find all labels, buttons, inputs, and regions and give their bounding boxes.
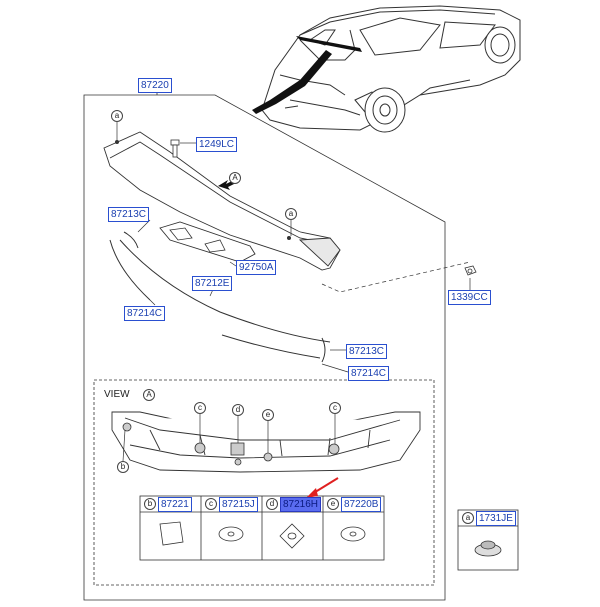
part-sketch-1731JE [474,540,502,557]
part-sketch-87216H [279,523,305,549]
view-title: VIEW [104,389,130,400]
leader-clip-dashed [321,261,471,293]
part-label-87212E[interactable]: 87212E [192,276,233,291]
leader-lamp [229,261,237,267]
part-sketch-87220B [340,526,366,542]
assembly-frame [83,94,446,601]
view-letter: A [143,389,155,401]
part-label-1249LC[interactable]: 1249LC [196,137,238,152]
table-part-87220B[interactable]: 87220B [341,497,382,512]
fastener-b [122,422,132,432]
lamp-detail [169,227,226,253]
table-letter-e: e [327,498,339,510]
pointer-to-vehicle [252,50,332,114]
spoiler-assembly [103,131,341,271]
table-part-1731JE[interactable]: 1731JE [476,511,516,526]
part-label-92750A[interactable]: 92750A [236,260,277,275]
highlight-pointer-arrow [306,477,339,498]
leader-tape-lr [321,363,349,373]
vehicle-spoiler-highlight [296,36,362,52]
table-part-87221[interactable]: 87221 [158,497,192,512]
spoiler-underside [111,411,421,473]
table-letter-b: b [144,498,156,510]
table-letter-a: a [462,512,474,524]
callout-c-right: c [329,402,341,414]
part-label-87214C-left[interactable]: 87214C [124,306,166,321]
underside-fasteners [194,442,340,466]
part-label-87220[interactable]: 87220 [138,78,172,93]
callout-d: d [232,404,244,416]
tape-strips [109,231,331,363]
part-sketch-87215J [218,526,244,542]
vehicle-illustration [261,5,521,133]
leader-tape-ll [149,299,156,306]
table-part-87216H-highlighted[interactable]: 87216H [280,497,322,512]
callout-e: e [262,409,274,421]
view-arrow-letter: A [229,172,241,184]
callout-c-left: c [194,402,206,414]
table-part-87215J[interactable]: 87215J [219,497,258,512]
part-label-87213C-right[interactable]: 87213C [346,344,388,359]
callout-b: b [117,461,129,473]
part-sketch-87221 [159,521,184,546]
parts-table-grid [139,495,519,571]
part-label-87213C-left[interactable]: 87213C [108,207,150,222]
callout-a-left: a [111,110,123,122]
part-label-87214C-right[interactable]: 87214C [348,366,390,381]
table-letter-c: c [205,498,217,510]
view-leaders [122,414,336,462]
marker-a-right [287,236,291,240]
clip-part [464,265,477,276]
marker-a-left [115,140,119,144]
table-letter-d: d [266,498,278,510]
leader-tape-ul [137,219,151,233]
view-box [93,379,435,586]
callout-a-right: a [285,208,297,220]
part-label-1339CC[interactable]: 1339CC [448,290,491,305]
screw-part [170,139,180,158]
